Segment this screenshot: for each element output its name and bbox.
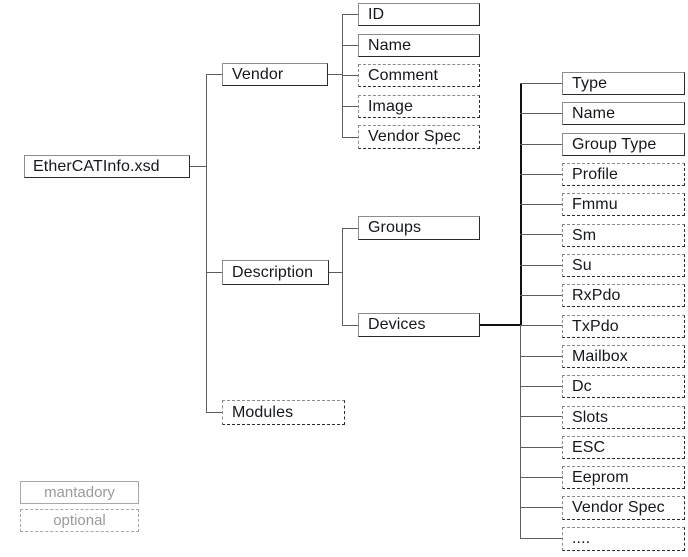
node-device-type[interactable]: Type: [562, 72, 685, 95]
node-device-sm[interactable]: Sm: [562, 224, 685, 247]
legend-item-mandatory: mantadory: [20, 481, 139, 504]
node-vendor-vendor-spec[interactable]: Vendor Spec: [358, 125, 480, 149]
node-device-eeprom[interactable]: Eeprom: [562, 466, 685, 489]
node-label: TxPdo: [572, 317, 619, 335]
connector-devices-to-profile: [520, 174, 562, 175]
node-label: Groups: [368, 219, 422, 236]
node-label: Description: [232, 263, 314, 281]
node-device-txpdo[interactable]: TxPdo: [562, 315, 685, 338]
node-label: Sm: [572, 226, 597, 244]
connector-vendor-to-image: [342, 106, 359, 107]
connector-trunk-devices-children-lower: [520, 325, 521, 538]
connector-vendor-to-comment: [342, 75, 359, 76]
connector-devices-to-su: [520, 265, 562, 266]
node-label: Type: [572, 74, 608, 92]
connector-devices-to-fmmu: [520, 204, 562, 205]
legend-label: optional: [53, 512, 106, 529]
node-vendor[interactable]: Vendor: [222, 63, 328, 86]
connector-devices-to-txpdo: [520, 325, 562, 326]
node-device-fmmu[interactable]: Fmmu: [562, 193, 685, 216]
node-label: Comment: [368, 66, 439, 84]
connector-devices-to-type: [520, 83, 562, 84]
connector-devices-to-group-type: [520, 144, 562, 145]
node-label: Vendor Spec: [572, 499, 665, 516]
connector-devices-to-mailbox: [520, 356, 562, 357]
node-label: Name: [572, 104, 616, 122]
connector-description-to-groups: [342, 228, 359, 229]
connector-devices-to-name: [520, 113, 562, 114]
connector-vendor-to-id: [342, 14, 359, 15]
node-device-rxpdo[interactable]: RxPdo: [562, 284, 685, 307]
connector-root-stub: [190, 166, 206, 167]
connector-trunk-to-description: [206, 272, 223, 273]
node-label: Name: [368, 36, 412, 54]
node-label: RxPdo: [572, 286, 621, 304]
node-vendor-image[interactable]: Image: [358, 95, 480, 118]
node-label: EtherCATInfo.xsd: [33, 157, 160, 175]
node-label: Vendor: [232, 65, 284, 83]
node-device-vendor-spec[interactable]: Vendor Spec: [562, 496, 685, 520]
connector-trunk-main: [206, 74, 207, 413]
node-vendor-name[interactable]: Name: [358, 34, 480, 57]
connector-devices-to-more: [520, 538, 562, 539]
connector-devices-to-dc: [520, 386, 562, 387]
connector-description-to-devices: [342, 325, 359, 326]
connector-devices-stub: [480, 324, 521, 326]
node-label: Modules: [232, 403, 294, 421]
connector-description-stub: [328, 272, 342, 273]
node-description[interactable]: Description: [222, 260, 329, 285]
node-label: Fmmu: [572, 195, 618, 213]
node-label: Eeprom: [572, 468, 629, 486]
node-groups[interactable]: Groups: [358, 216, 480, 240]
node-label: Mailbox: [572, 347, 628, 365]
connector-vendor-stub: [327, 74, 342, 75]
node-device-esc[interactable]: ESC: [562, 436, 685, 459]
node-device-profile[interactable]: Profile: [562, 163, 685, 186]
node-label: Vendor Spec: [368, 128, 461, 145]
node-vendor-comment[interactable]: Comment: [358, 64, 480, 87]
node-device-mailbox[interactable]: Mailbox: [562, 345, 685, 368]
connector-trunk-to-modules: [206, 412, 223, 413]
node-devices[interactable]: Devices: [358, 313, 480, 337]
node-vendor-id[interactable]: ID: [358, 3, 480, 26]
node-label: Image: [368, 97, 413, 115]
connector-devices-to-sm: [520, 234, 562, 235]
node-device-slots[interactable]: Slots: [562, 406, 685, 429]
connector-devices-to-rxpdo: [520, 295, 562, 296]
connector-devices-to-esc: [520, 447, 562, 448]
node-label: Group Type: [572, 135, 657, 153]
connector-devices-to-eeprom: [520, 477, 562, 478]
node-label: ....: [572, 530, 591, 547]
node-label: Slots: [572, 408, 609, 426]
node-label: Dc: [572, 377, 592, 395]
node-modules[interactable]: Modules: [222, 400, 345, 425]
node-device-name[interactable]: Name: [562, 102, 685, 125]
connector-trunk-description-children: [342, 228, 343, 325]
node-label: Profile: [572, 165, 619, 183]
legend-item-optional: optional: [20, 509, 139, 532]
node-label: Devices: [368, 316, 426, 333]
node-root-ethercatinfo[interactable]: EtherCATInfo.xsd: [24, 155, 190, 178]
connector-devices-to-vendorspec: [520, 507, 562, 508]
node-label: Su: [572, 256, 592, 274]
connector-devices-to-slots: [520, 416, 562, 417]
legend-label: mantadory: [44, 484, 115, 501]
connector-vendor-to-name: [342, 45, 359, 46]
node-device-group-type[interactable]: Group Type: [562, 133, 685, 156]
node-device-dc[interactable]: Dc: [562, 375, 685, 398]
node-label: ESC: [572, 438, 606, 456]
node-device-more[interactable]: ....: [562, 527, 685, 551]
node-device-su[interactable]: Su: [562, 254, 685, 277]
node-label: ID: [368, 5, 385, 23]
connector-trunk-to-vendor: [206, 74, 223, 75]
connector-vendor-to-vendorspec: [342, 137, 359, 138]
